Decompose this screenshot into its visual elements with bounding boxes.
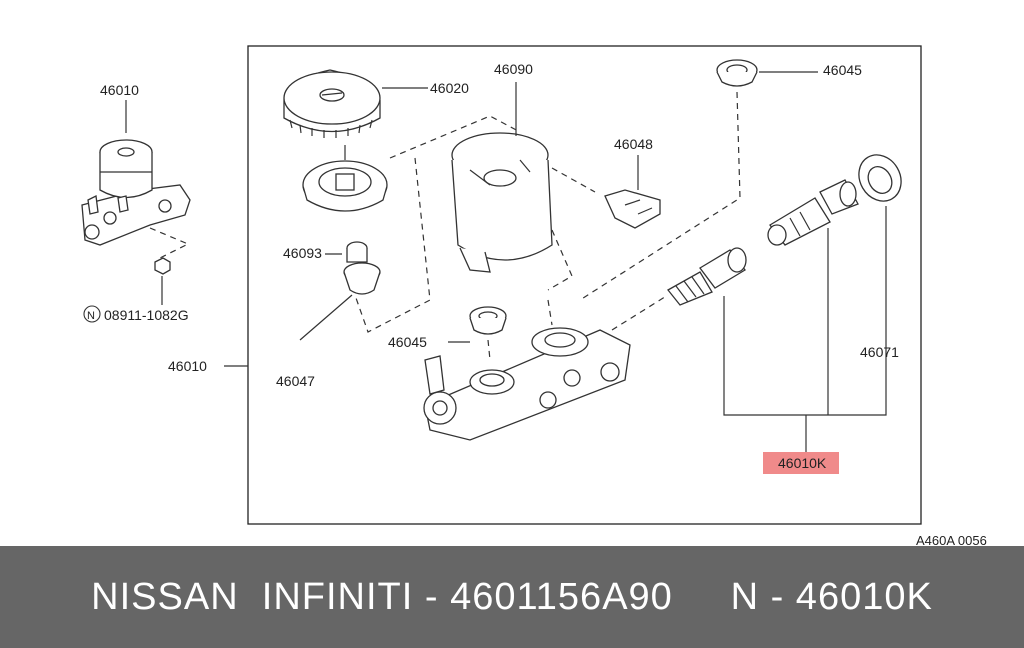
label-46045-top: 46045 — [823, 62, 862, 78]
footer-part-number: NISSAN INFINITI - 4601156A90 N - 46010K — [91, 575, 933, 618]
label-46010k: 46010K — [778, 455, 827, 471]
footer-banner: NISSAN INFINITI - 4601156A90 N - 46010K — [0, 546, 1024, 648]
label-46093: 46093 — [283, 245, 322, 261]
label-46048: 46048 — [614, 136, 653, 152]
label-n-symbol: N — [87, 310, 95, 322]
label-46090: 46090 — [494, 61, 533, 77]
seal-ring-drawing — [858, 154, 902, 202]
reservoir-cap-drawing — [283, 69, 381, 138]
label-46045-mid: 46045 — [388, 334, 427, 350]
label-ref-code: A460A 0056 — [916, 533, 987, 546]
connector-drawing — [604, 189, 661, 229]
master-cylinder-small-drawing — [81, 139, 191, 246]
master-cylinder-body-drawing — [423, 327, 631, 441]
n-symbol-circle — [83, 305, 101, 323]
valve-drawing — [343, 241, 381, 295]
label-08911: 08911-1082G — [104, 307, 189, 323]
label-46071: 46071 — [860, 344, 899, 360]
strainer-drawing — [302, 160, 388, 212]
reservoir-drawing — [451, 132, 553, 273]
parts-diagram: 46010 46020 46090 46045 46048 46093 N 08… — [81, 45, 987, 546]
grommet-top-drawing — [716, 59, 758, 87]
piston-assembly-drawing — [667, 179, 859, 306]
label-46047: 46047 — [276, 373, 315, 389]
grommet-mid-drawing — [469, 306, 507, 335]
label-46020: 46020 — [430, 80, 469, 96]
nut-drawing — [154, 257, 171, 275]
label-46010-top: 46010 — [100, 82, 139, 98]
diagram-frame — [247, 45, 922, 525]
part-highlight — [763, 452, 839, 474]
label-46010-mid: 46010 — [168, 358, 207, 374]
